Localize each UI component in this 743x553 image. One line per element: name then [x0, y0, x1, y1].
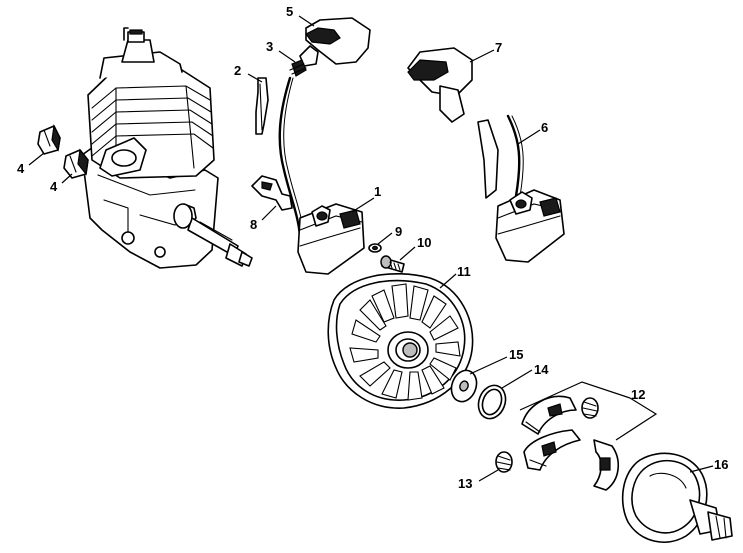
callout-10: 10 — [417, 235, 431, 250]
spark-plug-boot-7 — [407, 47, 473, 123]
leader-lines — [28, 15, 714, 482]
callout-6: 6 — [541, 120, 548, 135]
callout-16: 16 — [714, 457, 728, 472]
leader-3 — [278, 50, 296, 63]
leader-9 — [377, 232, 393, 245]
leader-2 — [247, 73, 263, 83]
ignition-wire-left — [278, 76, 305, 238]
clutch-spring-13 — [495, 451, 513, 473]
clutch-shoe-middle — [523, 429, 581, 471]
leader-6 — [517, 129, 541, 145]
leader-8 — [261, 205, 277, 221]
flywheel-11 — [327, 272, 474, 409]
ignition-module-alt — [495, 189, 565, 263]
leader-1 — [351, 197, 375, 213]
engine-cylinder-assembly — [81, 27, 253, 269]
leader-11 — [439, 273, 457, 289]
leader-12-b — [519, 381, 631, 411]
callout-12: 12 — [631, 387, 645, 402]
clutch-spring-upper — [581, 397, 599, 419]
leader-12 — [615, 397, 658, 441]
leader-16 — [689, 465, 714, 473]
flywheel-fins — [349, 283, 461, 401]
callout-15: 15 — [509, 347, 523, 362]
callout-8: 8 — [250, 217, 257, 232]
screw-10 — [380, 255, 405, 273]
callout-labels: 1 2 3 4 4 5 6 7 8 9 10 11 12 13 14 15 16 — [17, 4, 728, 491]
callout-11: 11 — [457, 264, 471, 279]
spark-plug-boot-5 — [299, 17, 371, 67]
callout-4b: 4 — [50, 179, 58, 194]
leader-15 — [469, 356, 508, 375]
callout-14: 14 — [534, 362, 549, 377]
callout-9: 9 — [395, 224, 402, 239]
callout-7: 7 — [495, 40, 502, 55]
callout-3: 3 — [266, 39, 273, 54]
callout-2: 2 — [234, 63, 241, 78]
leader-4a — [28, 152, 45, 166]
clutch-shoe-right — [593, 439, 619, 491]
thrust-washer-14 — [477, 384, 507, 420]
leader-14 — [501, 369, 533, 389]
spring-contact-3 — [289, 59, 307, 77]
ignition-lead-2 — [255, 77, 269, 135]
clutch-drum-16 — [621, 452, 733, 543]
callout-1: 1 — [374, 184, 381, 199]
ignition-module-1 — [297, 203, 365, 275]
washer-15 — [450, 369, 478, 403]
damper-block-upper — [37, 124, 61, 155]
callout-5: 5 — [286, 4, 293, 19]
leader-4b — [61, 173, 73, 184]
leader-7 — [469, 49, 495, 63]
washer-9 — [368, 243, 382, 253]
leader-13 — [478, 469, 499, 482]
clutch-shoe-upper — [521, 395, 577, 435]
leader-10 — [399, 246, 416, 261]
bracket-8 — [251, 175, 293, 211]
callout-13: 13 — [458, 476, 472, 491]
leader-5 — [298, 15, 315, 27]
damper-block-lower — [63, 148, 89, 179]
ignition-lead-6 — [477, 114, 524, 199]
callout-4a: 4 — [17, 161, 25, 176]
